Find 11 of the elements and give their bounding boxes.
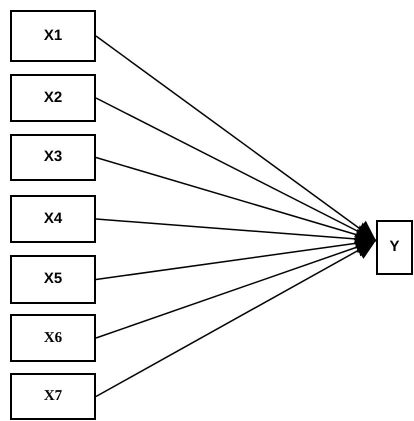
variable-box: X7 xyxy=(10,373,96,420)
variable-box: X1 xyxy=(10,10,96,62)
variable-box: X5 xyxy=(10,255,96,304)
arrow xyxy=(96,238,376,339)
arrow xyxy=(96,35,376,242)
variable-box: X2 xyxy=(10,74,96,122)
variable-box: X4 xyxy=(10,195,96,243)
variable-box: Y xyxy=(376,220,413,275)
variable-box: X6 xyxy=(10,314,96,362)
variable-box: X3 xyxy=(10,134,96,181)
arrow xyxy=(96,240,376,398)
